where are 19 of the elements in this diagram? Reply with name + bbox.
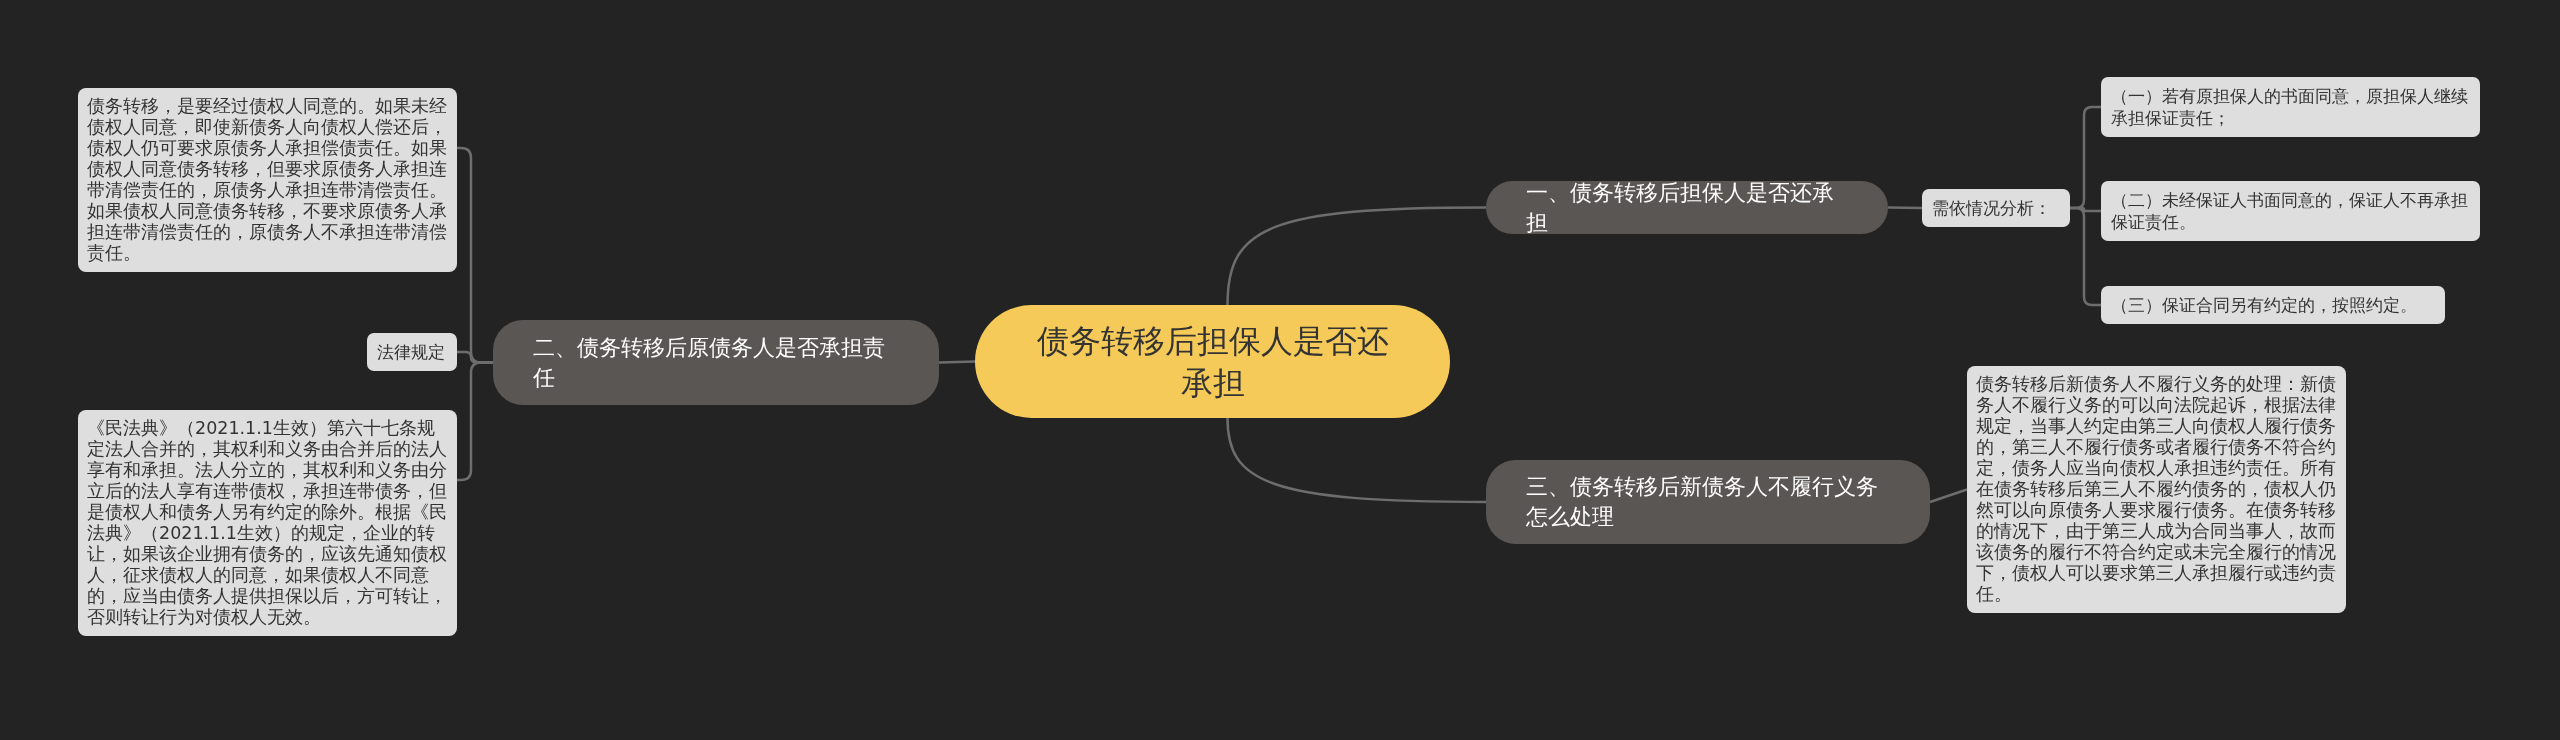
- connector-line: [1226, 417, 1486, 504]
- connector-line: [1888, 206, 1922, 210]
- text-card: （二）未经保证人书面同意的，保证人不再承担保证责任。: [2101, 181, 2480, 241]
- connector-line: [2070, 206, 2101, 307]
- text-card: （三）保证合同另有约定的，按照约定。: [2101, 286, 2445, 324]
- subtopic-box: 需依情况分析：: [1922, 189, 2070, 227]
- subtopic-box: 法律规定: [367, 333, 457, 371]
- topic-box: 二、债务转移后原债务人是否承担责任: [493, 320, 939, 405]
- topic-box: 三、债务转移后新债务人不履行义务怎么处理: [1486, 460, 1930, 544]
- text-card: （一）若有原担保人的书面同意，原担保人继续承担保证责任；: [2101, 77, 2480, 137]
- text-card: 《民法典》（2021.1.1生效）第六十七条规定法人合并的，其权利和义务由合并后的法人享有和承担。法人分立的，其权利和义务由分立后的法人享有连带债权，承担连带债务，但是债权人和债务人另有约定的除外。根据《民法典》（2021.1.1生效）的规定，企业的转让，如果该企业拥有债务的，应该先通知债权人，征求债权人的同意，如果债权人不同意的，应当由债务人提供担保以后，方可转让，否则转让行为对债权人无效。: [78, 410, 457, 636]
- topic-box: 一、债务转移后担保人是否还承担: [1486, 181, 1888, 234]
- connector-line: [938, 360, 976, 364]
- text-card: 债务转移，是要经过债权人同意的。如果未经债权人同意，即使新债务人向债权人偿还后，债权人仍可要求原债务人承担偿债责任。如果债权人同意债务转移，但要求原债务人承担连带清偿责任的，原债务人承担连带清偿责任。如果债权人同意债务转移，不要求原债务人承担连带清偿责任的，原债务人不承担连带清偿责任。: [78, 88, 457, 272]
- connector-line: [1226, 206, 1486, 306]
- text-card: 债务转移后新债务人不履行义务的处理：新债务人不履行义务的可以向法院起诉，根据法律规定，当事人约定由第三人向债权人履行债务的，第三人不履行债务或者履行债务不符合约定，债务人应当向债权人承担违约责任。所有在债务转移后第三人不履约债务的，债权人仍然可以向原债务人要求履行债务。在债务转移的情况下，由于第三人成为合同当事人，故而该债务的履行不符合约定或未完全履行的情况下，债权人可以要求第三人承担履行或违约责任。: [1967, 366, 2346, 613]
- connector-line: [457, 361, 493, 482]
- central-topic: 债务转移后担保人是否还承担: [975, 305, 1450, 418]
- connector-line: [1929, 488, 1968, 504]
